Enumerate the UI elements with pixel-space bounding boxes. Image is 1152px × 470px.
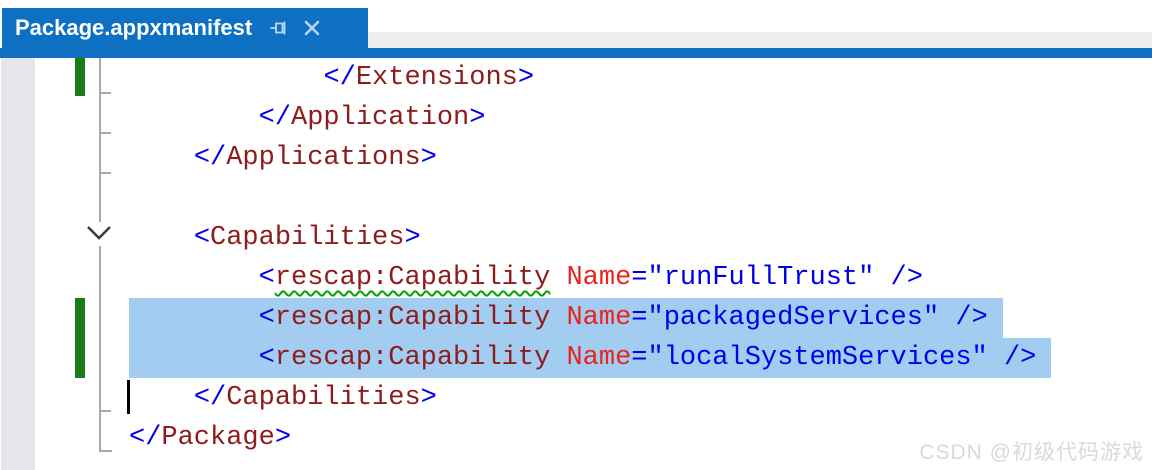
code-editor[interactable] xyxy=(0,58,1152,470)
change-bar xyxy=(75,58,85,96)
code-line[interactable]: <Capabilities> xyxy=(193,223,421,253)
code-line[interactable]: </Applications> xyxy=(193,143,437,173)
close-icon[interactable] xyxy=(302,18,322,38)
code-line[interactable]: <rescap:Capability Name=″localSystemServ… xyxy=(129,338,1152,378)
tab-package-appxmanifest[interactable]: Package.appxmanifest xyxy=(2,8,368,48)
code-line[interactable]: <rescap:Capability Name=″runFullTrust″ /… xyxy=(258,263,923,293)
code-line[interactable]: </Package> xyxy=(129,423,292,453)
outline-guide-line xyxy=(99,58,101,222)
tab-strip-background xyxy=(368,32,1152,48)
selected-text: <rescap:Capability Name=″localSystemServ… xyxy=(129,338,1052,378)
pin-icon[interactable] xyxy=(268,17,290,39)
outline-region-end-tick xyxy=(99,132,111,134)
indicator-margin xyxy=(1,58,35,470)
outline-region-end-tick xyxy=(99,410,111,412)
code-line[interactable]: </Extensions> xyxy=(323,63,535,93)
tab-title: Package.appxmanifest xyxy=(15,15,253,40)
tab-strip: Package.appxmanifest xyxy=(0,8,1152,48)
chevron-down-icon[interactable] xyxy=(85,223,113,243)
code-area: </Extensions> </Application> </Applicati… xyxy=(129,58,1152,458)
watermark: CSDN @初级代码游戏 xyxy=(919,441,1144,464)
code-line[interactable]: <rescap:Capability Name=″packagedService… xyxy=(129,298,1152,338)
code-line[interactable] xyxy=(129,178,1152,218)
outline-region-end-tick xyxy=(99,450,112,452)
code-line[interactable]: </Application> xyxy=(258,103,486,133)
selected-text: <rescap:Capability Name=″packagedService… xyxy=(129,298,1003,338)
code-line[interactable]: </Capabilities> xyxy=(193,383,437,413)
outline-region-end-tick xyxy=(99,172,111,174)
outline-guide-line xyxy=(99,246,101,452)
tab-accent-bar xyxy=(0,48,1152,58)
change-bar xyxy=(75,298,85,378)
text-caret xyxy=(127,380,130,414)
outline-region-end-tick xyxy=(99,92,111,94)
